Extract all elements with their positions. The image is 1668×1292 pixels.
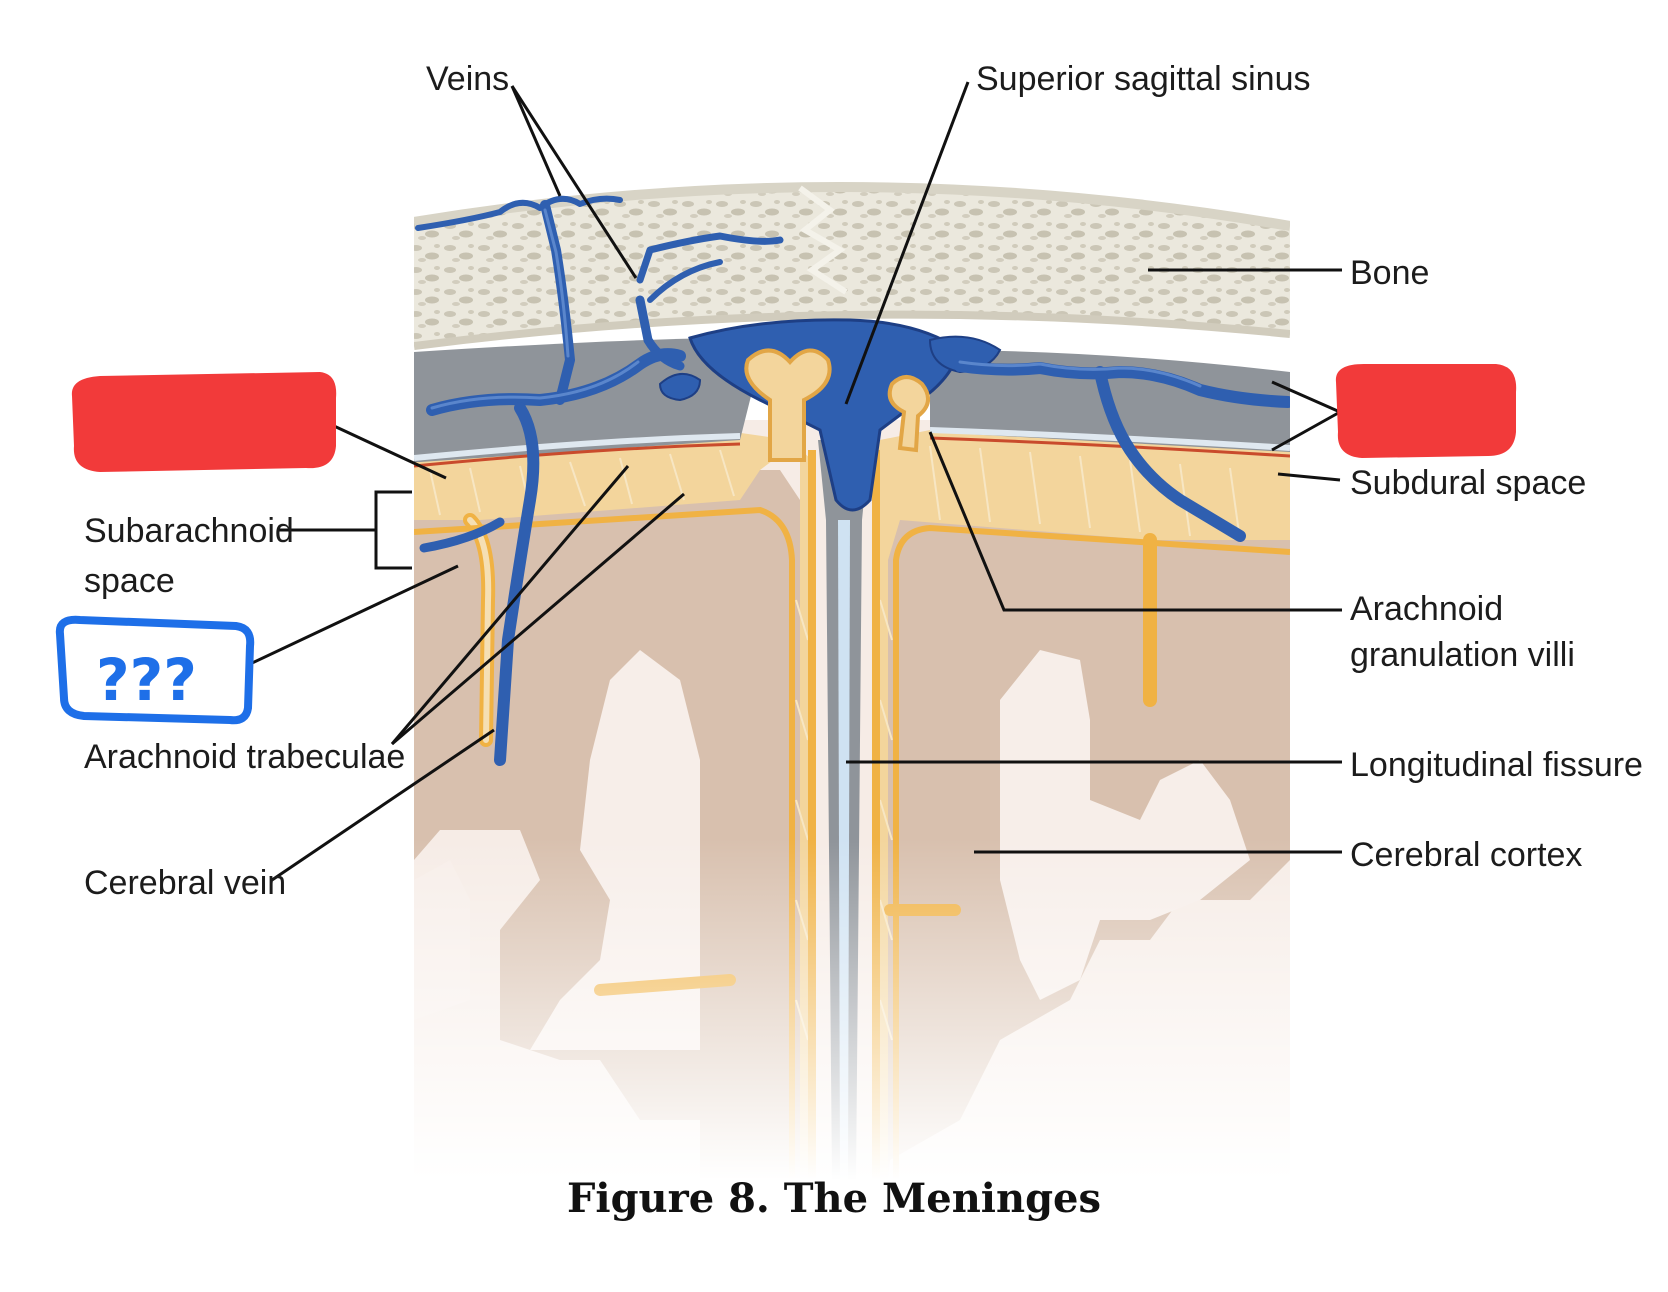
label-subdural-space: Subdural space [1350, 464, 1586, 502]
bottom-fade [414, 420, 1290, 1180]
label-veins: Veins [426, 60, 509, 98]
question-box [55, 615, 255, 725]
leader-veins-2 [510, 85, 638, 279]
arachnoid-granulation-left [744, 348, 832, 462]
label-longitudinal-fissure: Longitudinal fissure [1350, 746, 1643, 784]
leader-lines [249, 81, 1342, 882]
label-superior-sagittal-sinus: Superior sagittal sinus [976, 60, 1311, 98]
label-cerebral-cortex: Cerebral cortex [1350, 836, 1582, 874]
redaction-left [71, 372, 337, 472]
leader-left-redacted [333, 424, 447, 480]
question-annotation: ??? [55, 615, 255, 725]
subarachnoid-bracket [374, 490, 412, 570]
leader-superior-sagittal-sinus [844, 81, 970, 405]
skull-suture [798, 185, 848, 295]
label-subarachnoid-line2: space [84, 562, 175, 600]
label-arachnoid-granulation-line2: granulation villi [1350, 636, 1575, 674]
label-arachnoid-granulation-line1: Arachnoid [1350, 590, 1503, 628]
leader-dura-lower [1271, 410, 1341, 452]
leader-question [249, 564, 459, 666]
venous-lake-left [658, 373, 702, 402]
labels: Veins Superior sagittal sinus Bone Subdu… [84, 60, 1643, 902]
veins-network-highlight [430, 208, 1202, 410]
arachnoid-granulation-right [887, 375, 930, 453]
label-cerebral-vein: Cerebral vein [84, 864, 286, 902]
question-marks: ??? [96, 646, 197, 714]
label-bone: Bone [1350, 254, 1429, 292]
leader-veins-1 [510, 85, 562, 197]
figure-caption: Figure 8. The Meninges [567, 1175, 1101, 1222]
anatomy-illustration [414, 182, 1290, 1180]
leader-trabeculae-2 [391, 492, 685, 746]
leader-dura-upper [1271, 380, 1341, 414]
redaction-right [1335, 364, 1517, 458]
label-subarachnoid-line1: Subarachnoid [84, 512, 294, 550]
label-arachnoid-trabeculae: Arachnoid trabeculae [84, 738, 405, 776]
leader-cerebral-vein [271, 728, 495, 882]
leader-subdural-space [1277, 472, 1341, 482]
skull-inner-surface [414, 310, 1290, 350]
leader-arachnoid-granulation [928, 431, 1342, 612]
leader-trabeculae-1 [390, 465, 630, 745]
skull-bone [414, 186, 1290, 346]
